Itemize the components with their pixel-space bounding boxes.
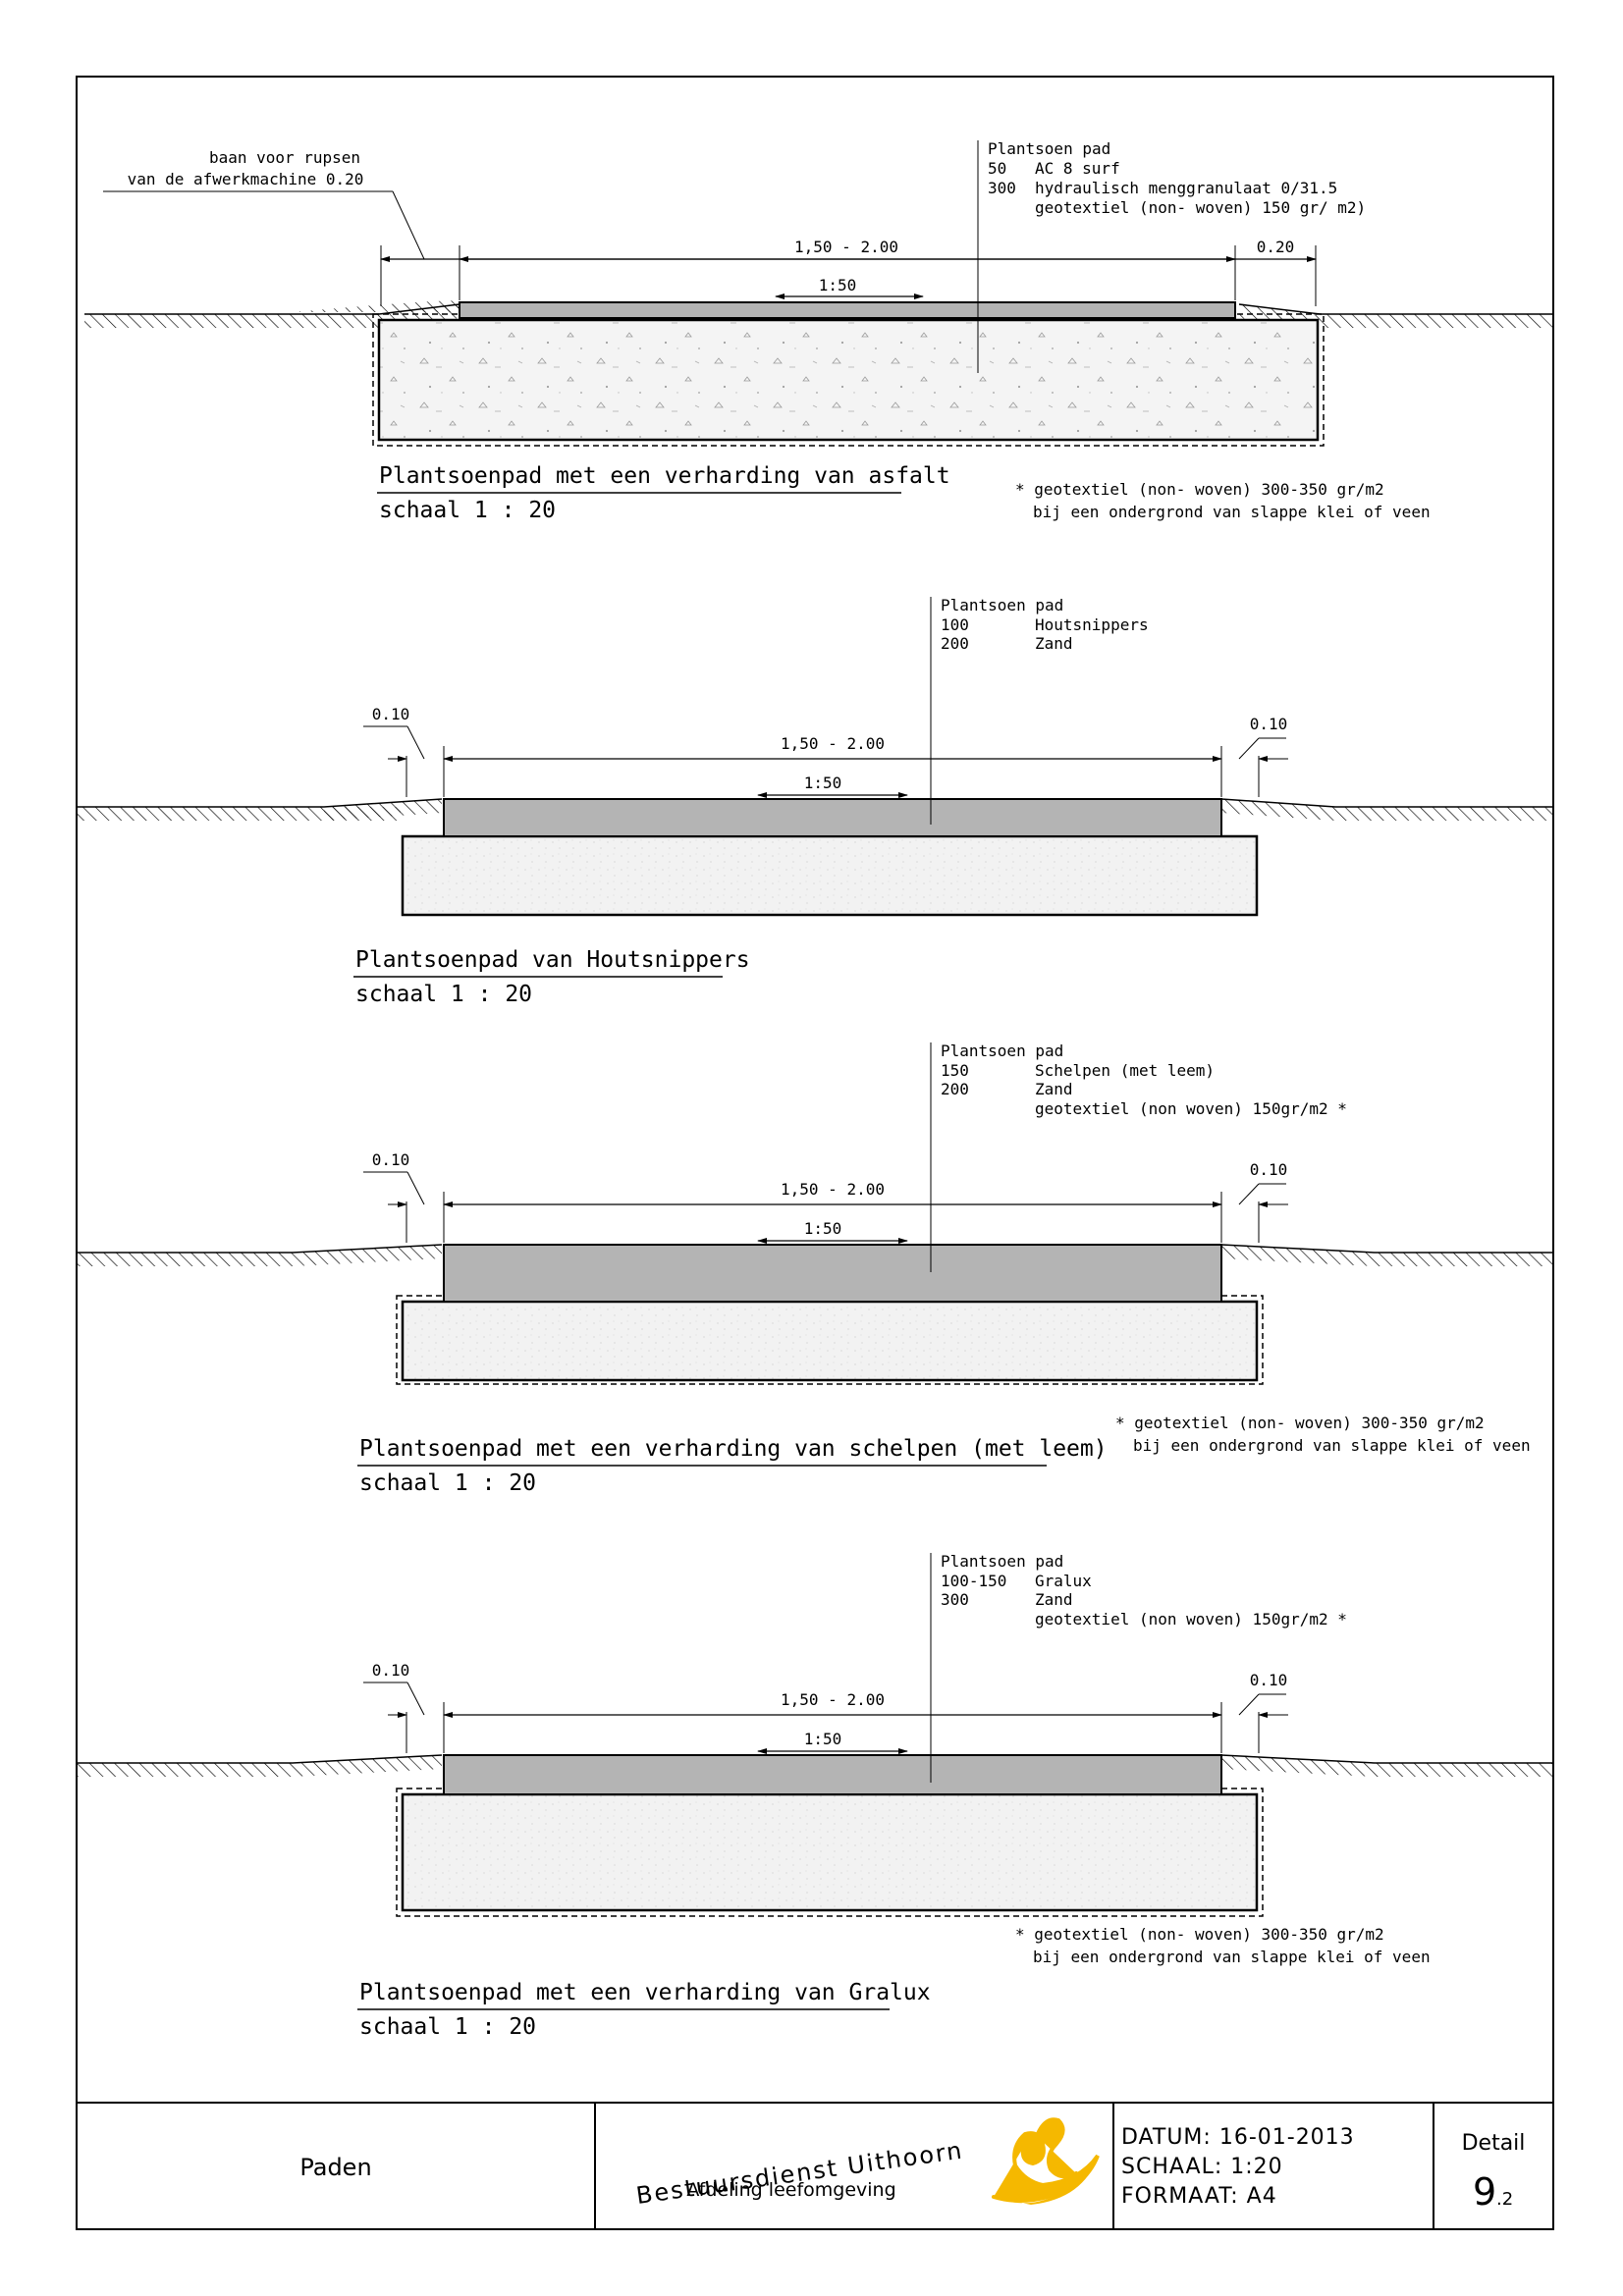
layer-thickness: 100 — [941, 615, 969, 634]
schaal-label: SCHAAL: 1:20 — [1121, 2155, 1283, 2179]
section-schelpen: 1,50 - 2.00 0.10 0.10 1:50 Plantsoen pad… — [77, 1041, 1553, 1496]
layer-header: Plantsoen pad — [988, 139, 1110, 158]
footnote-line1: * geotextiel (non- woven) 300-350 gr/m2 — [1015, 1925, 1384, 1944]
layer-material: Zand — [1035, 1590, 1073, 1609]
left-dimension-label: 0.10 — [372, 1661, 410, 1680]
footnote-line1: * geotextiel (non- woven) 300-350 gr/m2 — [1015, 480, 1384, 499]
right-dimension-label: 0.10 — [1250, 1160, 1288, 1179]
layer-thickness: 50 — [988, 159, 1006, 178]
layer-thickness: 150 — [941, 1061, 969, 1080]
drawing-subject: Paden — [299, 2154, 371, 2181]
organization-logo: Bestuursdienst Uithoorn Afdeling leefomg… — [634, 2117, 1100, 2210]
drawing-frame — [76, 76, 1554, 2230]
footnote-line1: * geotextiel (non- woven) 300-350 gr/m2 — [1115, 1414, 1485, 1432]
layer-material: Schelpen (met leem) — [1035, 1061, 1215, 1080]
section-scale: schaal 1 : 20 — [355, 982, 532, 1007]
foundation-layer — [377, 318, 1320, 442]
section-houtsnippers: 1,50 - 2.00 0.10 0.10 1:50 Plantsoen pad… — [77, 596, 1553, 1007]
detail-subnumber: .2 — [1496, 2189, 1513, 2210]
footnote-line2: bij een ondergrond van slappe klei of ve… — [1133, 1436, 1531, 1455]
width-dimension-label: 1,50 - 2.00 — [781, 1690, 885, 1709]
layer-material: Zand — [1035, 1080, 1073, 1098]
section-title: Plantsoenpad met een verharding van asfa… — [379, 463, 950, 489]
asphalt-surface-layer — [459, 301, 1236, 319]
layer-thickness: 200 — [941, 634, 969, 653]
footnote-line2: bij een ondergrond van slappe klei of ve… — [1033, 503, 1431, 521]
layer-material: Gralux — [1035, 1572, 1092, 1590]
section-scale: schaal 1 : 20 — [359, 2014, 536, 2040]
layer-thickness: 300 — [941, 1590, 969, 1609]
section-title: Plantsoenpad met een verharding van Gral… — [359, 1980, 931, 2005]
layer-header: Plantsoen pad — [941, 1041, 1063, 1060]
section-title: Plantsoenpad met een verharding van sche… — [359, 1436, 1108, 1462]
slope-label: 1:50 — [804, 774, 842, 792]
right-dimension-label: 0.10 — [1250, 715, 1288, 733]
width-dimension-label: 1,50 - 2.00 — [794, 238, 898, 256]
layer-thickness: 100-150 — [941, 1572, 1006, 1590]
width-dimension-label: 1,50 - 2.00 — [781, 1180, 885, 1199]
slope-label: 1:50 — [804, 1730, 842, 1748]
right-dimension-label: 0.10 — [1250, 1671, 1288, 1689]
layer-material: hydraulisch menggranulaat 0/31.5 — [1035, 179, 1337, 197]
left-note-line2: van de afwerkmachine 0.20 — [128, 170, 364, 188]
layer-material: geotextiel (non woven) 150gr/m2 * — [1035, 1610, 1347, 1629]
layer-material: geotextiel (non- woven) 150 gr/ m2) — [1035, 198, 1366, 217]
detail-number: 9 — [1473, 2170, 1496, 2214]
slope-label: 1:50 — [804, 1219, 842, 1238]
right-dimension-label: 0.20 — [1257, 238, 1295, 256]
section-scale: schaal 1 : 20 — [379, 498, 556, 523]
section-scale: schaal 1 : 20 — [359, 1470, 536, 1496]
title-block: Paden Bestuursdienst Uithoorn Afdeling l… — [77, 2102, 1553, 2229]
layer-thickness: 200 — [941, 1080, 969, 1098]
shell-surface-layer — [443, 1244, 1222, 1303]
department-name: Afdeling leefomgeving — [686, 2179, 895, 2201]
section-asfalt: 1,50 - 2.00 0.20 1:50 baan voor rupsen v… — [84, 139, 1553, 523]
layer-header: Plantsoen pad — [941, 1552, 1063, 1571]
footnote-line2: bij een ondergrond van slappe klei of ve… — [1033, 1948, 1431, 1966]
layer-thickness: 300 — [988, 179, 1016, 197]
gralux-surface-layer — [443, 1754, 1222, 1795]
left-dimension-label: 0.10 — [372, 1150, 410, 1169]
woodchip-surface-layer — [443, 798, 1222, 837]
layer-material: Zand — [1035, 634, 1073, 653]
formaat-label: FORMAAT: A4 — [1121, 2184, 1277, 2209]
layer-material: AC 8 surf — [1035, 159, 1120, 178]
layer-material: Houtsnippers — [1035, 615, 1149, 634]
section-gralux: 1,50 - 2.00 0.10 0.10 1:50 Plantsoen pad… — [77, 1552, 1553, 2040]
slope-label: 1:50 — [819, 276, 857, 294]
sand-layer — [401, 834, 1259, 917]
width-dimension-label: 1,50 - 2.00 — [781, 734, 885, 753]
sand-layer — [401, 1300, 1259, 1382]
layer-header: Plantsoen pad — [941, 596, 1063, 614]
left-note-line1: baan voor rupsen — [209, 148, 360, 167]
detail-label: Detail — [1462, 2131, 1526, 2156]
datum-label: DATUM: 16-01-2013 — [1121, 2125, 1355, 2150]
logo-emblem — [992, 2117, 1100, 2203]
left-dimension-label: 0.10 — [372, 705, 410, 723]
section-title: Plantsoenpad van Houtsnippers — [355, 947, 750, 973]
layer-material: geotextiel (non woven) 150gr/m2 * — [1035, 1099, 1347, 1118]
sand-layer — [401, 1792, 1259, 1912]
